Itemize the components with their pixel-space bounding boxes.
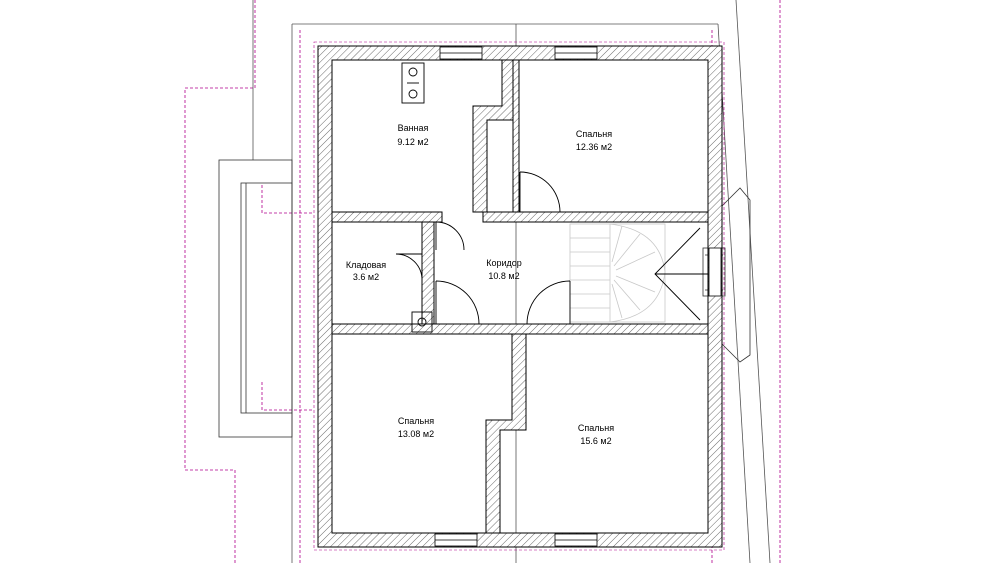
storage-vent-icon [411, 311, 433, 333]
bathroom-vent-icon [401, 62, 425, 104]
room-area-bathroom: 9.12 м2 [397, 137, 428, 147]
bottom-middle-wall [485, 333, 527, 534]
stair-arrow [654, 227, 708, 321]
inner-dashed-outline [313, 41, 725, 551]
doors [395, 171, 571, 325]
room-name-corridor: Коридор [486, 258, 522, 268]
window-corridor-right [708, 247, 722, 297]
bathroom-wall [472, 59, 517, 213]
guide-lines [184, 0, 781, 563]
bedroom-top-wall [482, 211, 709, 223]
room-area-bedroom-bottom-left: 13.08 м2 [398, 429, 434, 439]
room-name-storage: Кладовая [346, 260, 386, 270]
top-middle-wall [512, 59, 520, 213]
corridor-bottom-wall [331, 323, 709, 335]
room-name-bedroom-bottom-right: Спальня [578, 423, 614, 433]
walls [317, 45, 723, 548]
room-name-bedroom-bottom-left: Спальня [398, 416, 434, 426]
room-area-bedroom-top: 12.36 м2 [576, 142, 612, 152]
balcony-left [218, 159, 293, 438]
stairs [569, 223, 666, 323]
room-area-corridor: 10.8 м2 [488, 271, 519, 281]
room-area-storage: 3.6 м2 [353, 272, 379, 282]
room-labels: Ванная 9.12 м2 Спальня 12.36 м2 Кладовая… [346, 123, 614, 446]
windows [434, 46, 722, 547]
room-area-bedroom-bottom-right: 15.6 м2 [580, 436, 611, 446]
storage-right-wall [421, 221, 435, 325]
room-name-bedroom-top: Спальня [576, 129, 612, 139]
room-name-bathroom: Ванная [398, 123, 429, 133]
bathroom-bottom-wall [331, 211, 443, 223]
outer-wall [317, 45, 723, 548]
